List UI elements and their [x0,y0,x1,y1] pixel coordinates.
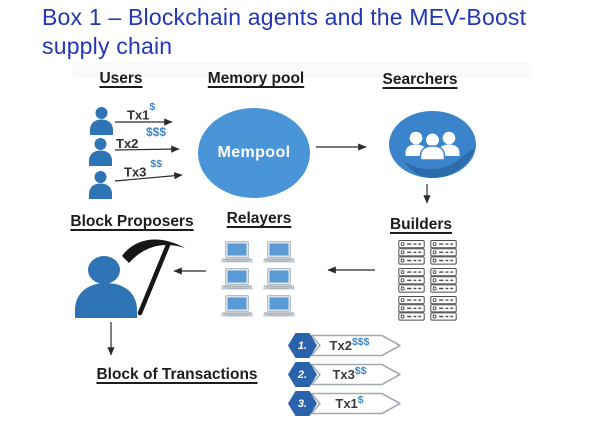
mev-boost-supply-chain-diagram: Users Memory pool Searchers Block Propos… [0,62,600,428]
builder-server-rack-icon [430,296,457,321]
user2-person-icon [89,138,112,166]
node-label-block-proposers: Block Proposers [70,213,194,230]
block-tx-1: Tx2$$$ [329,335,370,354]
relayer-laptop-icon [263,295,295,317]
node-label-relayers: Relayers [226,210,292,227]
block-tx-3: Tx1$ [335,393,364,412]
tx3-label: Tx3$$ [124,158,163,180]
block-transaction-row-1: 1. Tx2$$$ [288,333,408,358]
tx2-fee: $$$ [146,125,167,139]
relayer-laptop-icon [263,241,295,263]
builder-server-rack-icon [398,268,425,293]
builder-server-rack-icon [398,296,425,321]
node-label-builders: Builders [389,216,453,233]
mempool-circle-label: Mempool [217,144,291,161]
builder-server-rack-icon [430,268,457,293]
relayer-laptop-icon [221,268,253,290]
block-transaction-row-2: 2. Tx3$$ [288,362,408,387]
searchers-group-icon [389,111,476,178]
builder-server-rack-icon [398,240,425,265]
tx2-label: Tx2 [116,136,139,151]
tx3-fee: $$ [150,158,163,170]
relayer-laptop-icon [221,295,253,317]
builder-server-rack-icon [430,240,457,265]
box-title: Box 1 – Blockchain agents and the MEV-Bo… [42,4,527,59]
figure-background-strip [73,62,531,78]
pickaxe-blade [122,239,185,263]
node-label-block-of-transactions: Block of Transactions [96,366,258,383]
block-tx-2: Tx3$$ [332,364,367,383]
node-label-memory-pool: Memory pool [207,70,305,87]
block-proposer-miner-icon [75,239,185,318]
tx1-fee: $ [149,101,156,113]
relayer-laptop-icon [221,241,253,263]
tx1-label: Tx1$ [127,101,156,123]
user3-person-icon [89,171,112,199]
user1-person-icon [90,107,113,135]
node-label-searchers: Searchers [382,71,458,88]
pickaxe-handle [137,242,171,316]
mempool-circle: Mempool [198,108,310,198]
block-transaction-row-3: 3. Tx1$ [288,391,408,416]
node-label-users: Users [99,70,143,87]
relayer-laptop-icon [263,268,295,290]
